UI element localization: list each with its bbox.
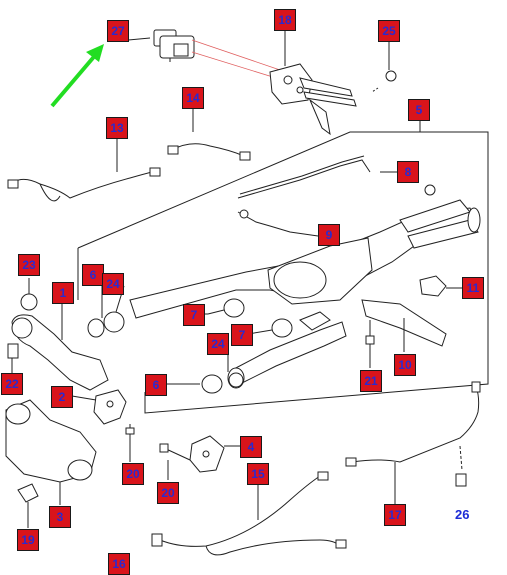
- callout-11: 11: [462, 277, 484, 299]
- callout-24-bottom: 24: [207, 333, 229, 355]
- downpipe-part: [11, 304, 109, 391]
- callout-4: 4: [240, 436, 262, 458]
- callout-label: 15: [251, 467, 265, 481]
- callout-5: 5: [408, 99, 430, 121]
- callout-label: 16: [112, 557, 126, 571]
- callout-label: 24: [211, 337, 225, 351]
- callout-27: 27: [107, 20, 129, 42]
- label-26: 26: [455, 507, 470, 522]
- callout-label: 19: [21, 533, 35, 547]
- callout-19: 19: [17, 529, 39, 551]
- callout-24-top: 24: [102, 273, 124, 295]
- sensor-26: [455, 445, 467, 487]
- bracket-2: [71, 389, 127, 425]
- callout-label: 17: [388, 508, 402, 522]
- callout-label: 14: [186, 91, 200, 105]
- callout-14: 14: [182, 87, 204, 109]
- cable-sensor-13: [7, 138, 161, 202]
- callout-label: 22: [5, 377, 19, 391]
- callout-15: 15: [247, 463, 269, 485]
- intermediate-pipe: [227, 311, 347, 389]
- callout-6-bottom: 6: [145, 374, 167, 396]
- callout-21: 21: [360, 370, 382, 392]
- callout-25: 25: [378, 20, 400, 42]
- callout-label: 3: [56, 510, 64, 524]
- callout-20-left: 20: [122, 463, 144, 485]
- bolt-20-left: [125, 424, 135, 462]
- sensor-bracket-part: [269, 63, 357, 136]
- isolator-part: [419, 275, 462, 297]
- callout-8: 8: [397, 161, 419, 183]
- callout-label: 10: [398, 358, 412, 372]
- callout-label: 2: [58, 390, 66, 404]
- callout-9: 9: [318, 224, 340, 246]
- callout-22: 22: [1, 373, 23, 395]
- callout-label: 18: [278, 13, 292, 27]
- cable-sensor-17: [345, 381, 481, 504]
- bolt-21: [365, 320, 375, 368]
- callout-label: 21: [364, 374, 378, 388]
- callout-label: 25: [382, 24, 396, 38]
- callout-label: 20: [161, 486, 175, 500]
- callout-16: 16: [108, 553, 130, 575]
- bracket-4: [189, 435, 240, 473]
- callout-23: 23: [18, 254, 40, 276]
- callout-label: 5: [415, 103, 423, 117]
- tube-8: [237, 155, 436, 199]
- green-arrow: [50, 44, 104, 108]
- callout-13: 13: [106, 117, 128, 139]
- callout-2: 2: [51, 386, 73, 408]
- callout-7-left: 7: [183, 304, 205, 326]
- callout-label: 6: [89, 268, 97, 282]
- cable-sensor-15: [151, 471, 347, 556]
- bolt-part: [371, 40, 397, 93]
- callout-label: 9: [325, 228, 333, 242]
- callout-label: 11: [466, 281, 480, 295]
- heat-shield-bracket: [361, 299, 447, 352]
- callout-label: 20: [126, 467, 140, 481]
- callout-label: 27: [111, 24, 125, 38]
- callout-6-top: 6: [82, 264, 104, 286]
- gasket-19: [17, 483, 39, 528]
- gasket-23: [20, 278, 38, 311]
- callout-18: 18: [274, 9, 296, 31]
- rubber-mount-parts: [207, 298, 293, 338]
- assembly-outline: [77, 120, 489, 414]
- callout-label: 23: [22, 258, 36, 272]
- callout-20-middle: 20: [157, 482, 179, 504]
- callout-label: 7: [190, 308, 198, 322]
- fitting-22: [7, 343, 19, 376]
- callout-label: 1: [59, 286, 67, 300]
- callout-17: 17: [384, 504, 406, 526]
- callout-1: 1: [52, 282, 74, 304]
- callout-label: 24: [106, 277, 120, 291]
- callout-7-right: 7: [231, 324, 253, 346]
- tube-9: [237, 209, 319, 237]
- bolt-20-middle: [159, 443, 191, 480]
- clamp-parts: [87, 284, 244, 394]
- callout-label: 8: [404, 165, 412, 179]
- callout-3: 3: [49, 506, 71, 528]
- callout-label: 7: [238, 328, 246, 342]
- callout-10: 10: [394, 354, 416, 376]
- catalytic-converter: [5, 399, 97, 505]
- leader-lines-red: [191, 39, 281, 79]
- callout-label: 6: [152, 378, 160, 392]
- callout-label: 4: [247, 440, 255, 454]
- cable-sensor-14: [167, 108, 251, 161]
- callout-label: 13: [110, 121, 124, 135]
- pressure-sensor-part: [153, 29, 195, 62]
- exhaust-pipe-assembly: [129, 199, 481, 319]
